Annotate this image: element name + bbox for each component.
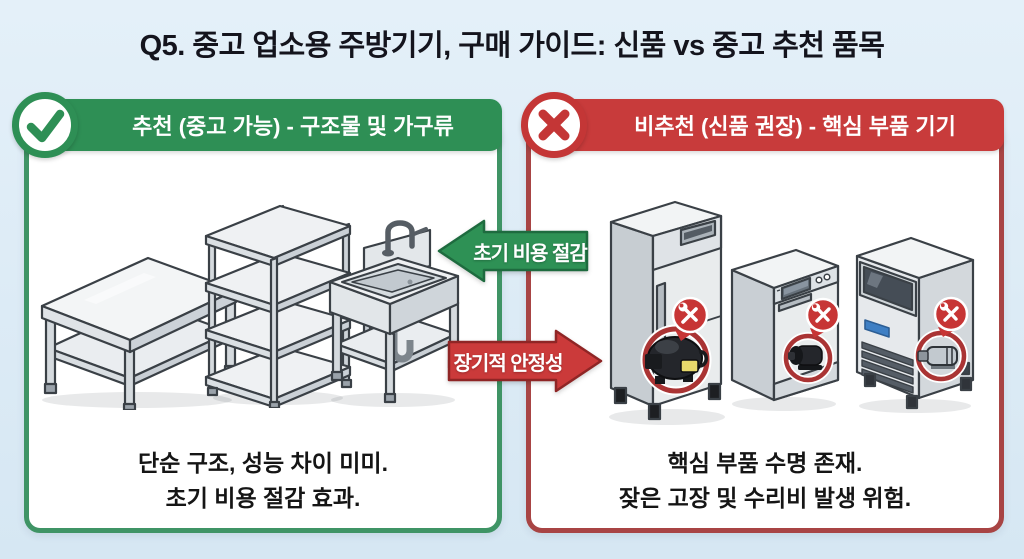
work-table-illustration — [40, 256, 238, 410]
x-icon — [521, 92, 587, 158]
shelving-rack-illustration — [204, 204, 353, 408]
cost-saving-arrow-label: 초기 비용 절감 — [473, 242, 588, 265]
stability-arrow: 장기적 안정성 — [446, 328, 604, 394]
recommended-header-label: 추천 (중고 가능) - 구조물 및 가구류 — [132, 114, 454, 139]
recommended-caption-line2: 초기 비용 절감 효과. — [165, 485, 361, 511]
check-icon — [12, 92, 78, 158]
cost-saving-arrow: 초기 비용 절감 — [436, 218, 590, 284]
recommended-panel-header: 추천 (중고 가능) - 구조물 및 가구류 — [38, 99, 502, 151]
motor-part-icon — [782, 332, 834, 384]
recommended-panel: 추천 (중고 가능) - 구조물 및 가구류 — [12, 92, 502, 533]
not-recommended-caption: 핵심 부품 수명 존재. 잦은 고장 및 수리비 발생 위험. — [526, 446, 1004, 516]
not-recommended-caption-line2: 잦은 고장 및 수리비 발생 위험. — [618, 485, 912, 511]
page-title: Q5. 중고 업소용 주방기기, 구매 가이드: 신품 vs 중고 추천 품목 — [139, 30, 885, 62]
recommended-caption: 단순 구조, 성능 차이 미미. 초기 비용 절감 효과. — [24, 446, 502, 516]
right-arrow-icon — [447, 329, 603, 393]
not-recommended-panel-header: 비추천 (신품 권장) - 핵심 부품 기기 — [540, 99, 1004, 151]
repair-tools-icon — [671, 296, 709, 341]
ice-machine-illustration — [855, 236, 975, 413]
not-recommended-header-label: 비추천 (신품 권장) - 핵심 부품 기기 — [634, 114, 956, 139]
left-arrow-icon — [437, 219, 589, 283]
dishwasher-illustration — [730, 248, 841, 411]
repair-tools-icon — [805, 297, 841, 338]
repair-tools-icon — [933, 296, 969, 337]
refrigerator-illustration — [609, 200, 725, 425]
not-recommended-caption-line1: 핵심 부품 수명 존재. — [667, 450, 863, 476]
stability-arrow-label: 장기적 안정성 — [453, 352, 564, 375]
compressor-part-icon — [640, 324, 712, 396]
sink-illustration — [328, 220, 461, 407]
recommended-caption-line1: 단순 구조, 성능 차이 미미. — [138, 450, 388, 476]
not-recommended-panel: 비추천 (신품 권장) - 핵심 부품 기기 — [521, 92, 1004, 533]
